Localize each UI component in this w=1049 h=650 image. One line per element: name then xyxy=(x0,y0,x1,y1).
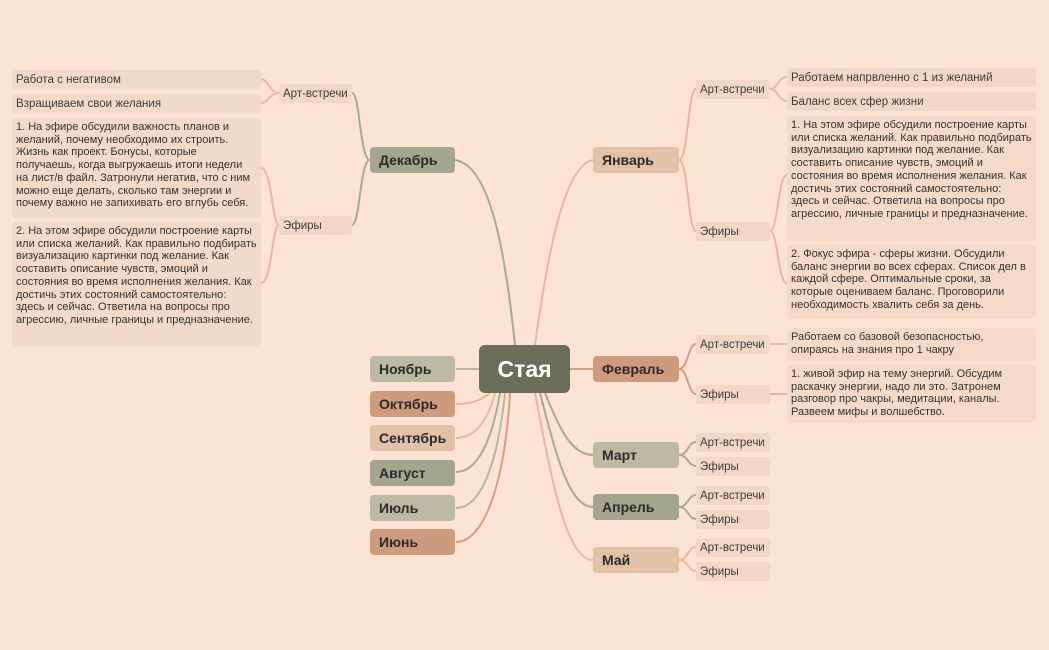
january-efir-note-2[interactable]: 2. Фокус эфира - сферы жизни. Обсудили б… xyxy=(787,245,1036,319)
december-efiry[interactable]: Эфиры xyxy=(279,216,352,235)
month-september[interactable]: Сентябрь xyxy=(370,425,455,451)
month-july[interactable]: Июль xyxy=(370,495,455,521)
line-march xyxy=(544,392,594,456)
month-may[interactable]: Май xyxy=(593,547,679,573)
month-june[interactable]: Июнь xyxy=(370,529,455,555)
december-art-item-1[interactable]: Работа с негативом xyxy=(12,70,261,89)
line-august xyxy=(455,392,501,473)
month-august[interactable]: Август xyxy=(370,460,455,486)
december-efir-note-2[interactable]: 2. На этом эфире обсудили построение кар… xyxy=(12,222,261,347)
line-july xyxy=(455,392,506,509)
line-december xyxy=(454,159,516,346)
line-january xyxy=(534,159,594,346)
month-april[interactable]: Апрель xyxy=(593,494,679,520)
month-october[interactable]: Октябрь xyxy=(370,391,455,417)
month-december[interactable]: Декабрь xyxy=(370,147,455,173)
root-node[interactable]: Стая xyxy=(479,345,570,393)
december-art-item-2[interactable]: Взращиваем свои желания xyxy=(12,94,261,113)
may-efiry[interactable]: Эфиры xyxy=(696,562,770,581)
january-efiry[interactable]: Эфиры xyxy=(696,222,770,241)
may-art-meetings[interactable]: Арт-встречи xyxy=(696,538,770,557)
line-april xyxy=(539,392,594,508)
line-june xyxy=(455,392,511,543)
january-art-item-2[interactable]: Баланс всех сфер жизни xyxy=(787,92,1036,111)
march-efiry[interactable]: Эфиры xyxy=(696,457,770,476)
february-efir-note[interactable]: 1. живой эфир на тему энергий. Обсудим р… xyxy=(787,365,1036,423)
month-february[interactable]: Февраль xyxy=(593,356,679,382)
april-efiry[interactable]: Эфиры xyxy=(696,510,770,529)
line-october xyxy=(455,392,491,405)
april-art-meetings[interactable]: Арт-встречи xyxy=(696,486,770,505)
month-november[interactable]: Ноябрь xyxy=(370,356,455,382)
month-march[interactable]: Март xyxy=(593,442,679,468)
february-art-meetings[interactable]: Арт-встречи xyxy=(696,335,770,354)
february-art-item[interactable]: Работаем со базовой безопасностью, опира… xyxy=(787,328,1036,361)
december-art-meetings[interactable]: Арт-встречи xyxy=(279,84,352,103)
december-efir-note-1[interactable]: 1. На эфире обсудили важность планов и ж… xyxy=(12,118,261,218)
month-january[interactable]: Январь xyxy=(593,147,679,173)
january-art-item-1[interactable]: Работаем напрвленно с 1 из желаний xyxy=(787,68,1036,87)
line-may xyxy=(534,392,594,561)
march-art-meetings[interactable]: Арт-встречи xyxy=(696,433,770,452)
line-september xyxy=(455,392,496,439)
january-art-meetings[interactable]: Арт-встречи xyxy=(696,80,770,99)
january-efir-note-1[interactable]: 1. На этом эфире обсудили построение кар… xyxy=(787,116,1036,241)
february-efiry[interactable]: Эфиры xyxy=(696,385,770,404)
